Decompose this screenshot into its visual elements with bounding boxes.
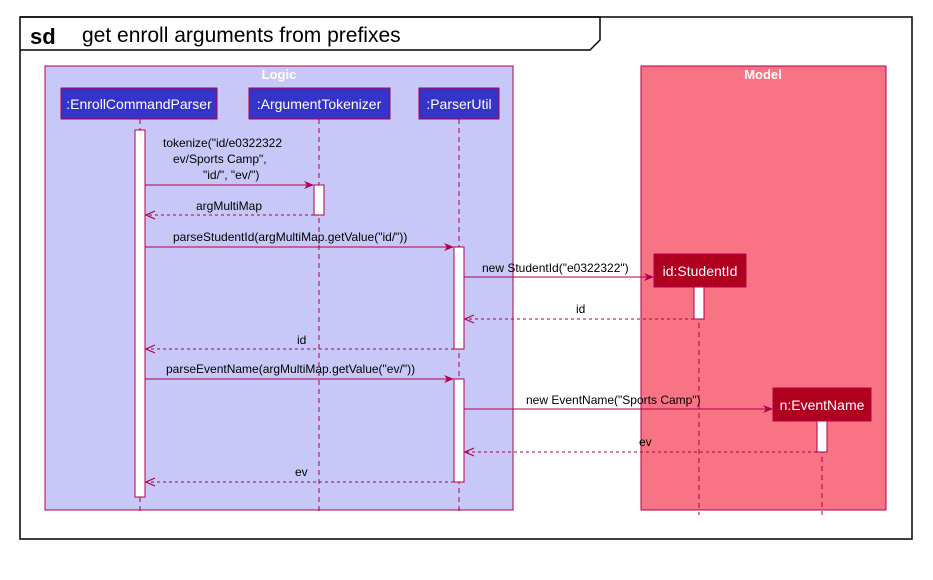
message-new-event-name: new EventName("Sports Camp") <box>526 393 701 407</box>
activation-student-id <box>693 286 705 320</box>
activation-event-name <box>816 420 828 453</box>
activation-enroll-parser <box>134 129 146 498</box>
participant-tokenizer <box>248 87 391 120</box>
message-parse-event-name: parseEventName(argMultiMap.getValue("ev/… <box>166 362 415 376</box>
participant-student-id <box>653 253 747 288</box>
message-return-ev-1: ev <box>639 435 652 449</box>
frame-tab <box>20 16 601 51</box>
participant-tokenizer-label: :ArgumentTokenizer <box>257 96 382 112</box>
message-return-id-2: id <box>297 333 306 347</box>
frame-keyword: sd <box>30 24 56 49</box>
message-return-ev-2: ev <box>295 465 308 479</box>
message-arg-multimap: argMultiMap <box>196 199 262 213</box>
activation-parser-util-1 <box>453 246 465 350</box>
participant-parser-util-label: :ParserUtil <box>426 96 491 112</box>
participant-event-name-label: n:EventName <box>780 397 865 413</box>
participant-enroll-parser <box>60 87 218 120</box>
participant-enroll-parser-label: :EnrollCommandParser <box>66 96 212 112</box>
message-tokenize-line1: tokenize("id/e0322322 <box>163 136 282 150</box>
message-new-student-id: new StudentId("e0322322") <box>482 261 629 275</box>
model-box <box>640 65 887 511</box>
participant-student-id-label: id:StudentId <box>663 263 738 279</box>
message-return-id-1: id <box>576 302 585 316</box>
participant-parser-util <box>418 87 500 120</box>
logic-box <box>44 65 514 511</box>
activation-tokenizer <box>313 184 325 216</box>
model-box-title: Model <box>744 67 782 82</box>
participant-event-name <box>772 387 872 422</box>
activation-parser-util-2 <box>453 378 465 483</box>
message-tokenize-line2: ev/Sports Camp", <box>173 152 267 166</box>
message-parse-student-id: parseStudentId(argMultiMap.getValue("id/… <box>173 230 407 244</box>
message-tokenize-line3: "id/", "ev/") <box>203 168 259 182</box>
frame-title: get enroll arguments from prefixes <box>82 24 401 47</box>
logic-box-title: Logic <box>262 67 297 82</box>
